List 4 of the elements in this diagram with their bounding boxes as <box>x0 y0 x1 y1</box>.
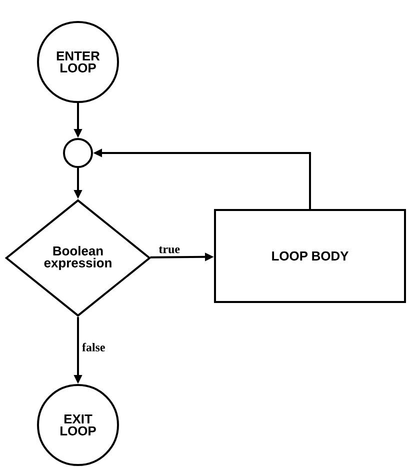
connector-circle <box>63 138 93 168</box>
edge-label: false <box>82 342 105 352</box>
edge-label: true <box>158 246 180 254</box>
process-box: LOOP BODY <box>214 209 406 303</box>
